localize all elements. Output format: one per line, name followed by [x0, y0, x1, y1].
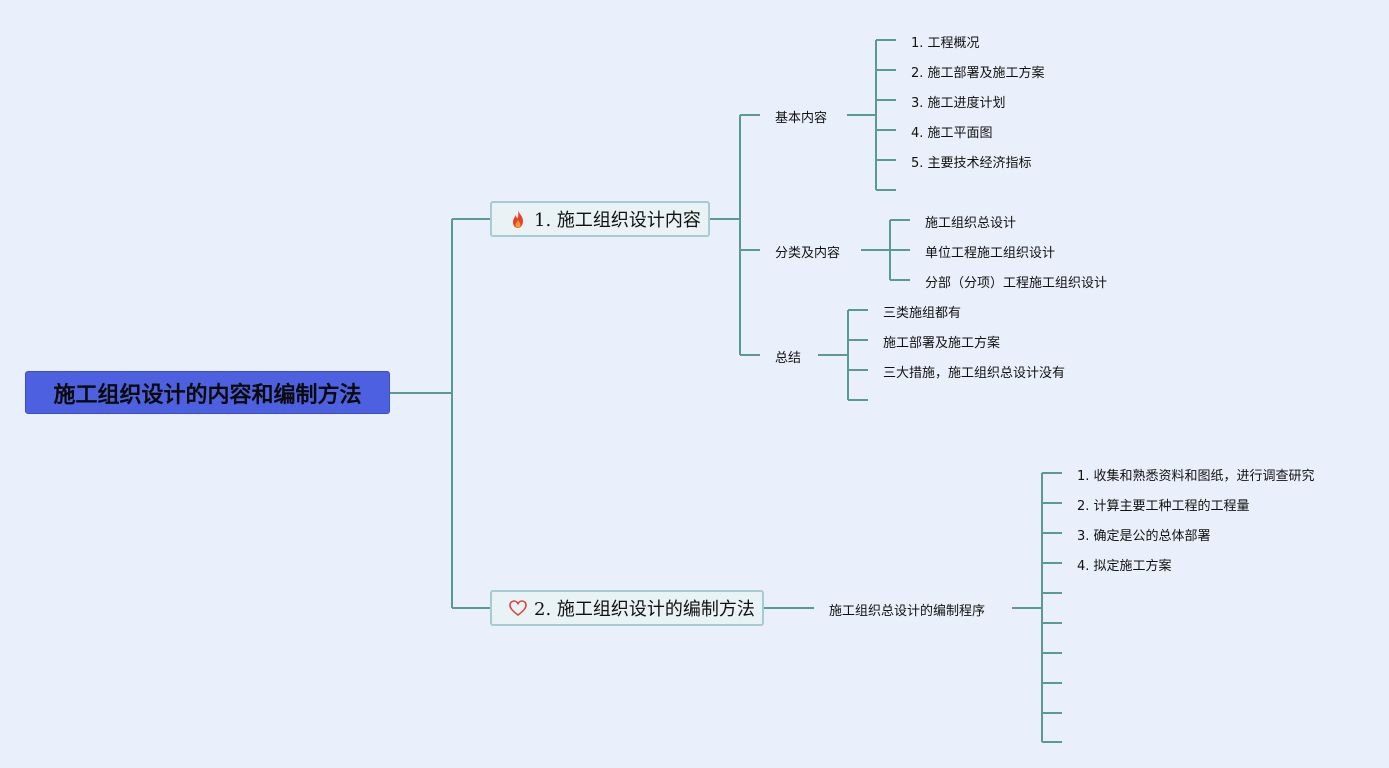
subtopic-procedure[interactable]: 施工组织总设计的编制程序	[829, 604, 986, 619]
branch-topic-method[interactable]: 2. 施工组织设计的编制方法	[490, 590, 764, 626]
leaf-basic-5[interactable]: 5. 主要技术经济指标	[911, 156, 1032, 171]
leaf-basic-1[interactable]: 1. 工程概况	[911, 36, 980, 51]
leaf-basic-3[interactable]: 3. 施工进度计划	[911, 96, 1006, 111]
leaf-summary-1[interactable]: 三类施组都有	[883, 306, 962, 321]
leaf-classification-2[interactable]: 单位工程施工组织设计	[925, 246, 1056, 261]
leaf-basic-4[interactable]: 4. 施工平面图	[911, 126, 993, 141]
subtopic-summary[interactable]: 总结	[775, 351, 802, 366]
root-topic[interactable]: 施工组织设计的内容和编制方法	[25, 371, 390, 414]
leaf-procedure-2[interactable]: 2. 计算主要工种工程的工程量	[1077, 499, 1250, 514]
leaf-procedure-1[interactable]: 1. 收集和熟悉资料和图纸，进行调查研究	[1077, 469, 1315, 484]
branch-topic-label: 2. 施工组织设计的编制方法	[534, 599, 755, 620]
branch-topic-label: 1. 施工组织设计内容	[534, 210, 701, 231]
heart-icon	[508, 598, 528, 618]
leaf-classification-3[interactable]: 分部（分项）工程施工组织设计	[925, 276, 1108, 291]
subtopic-basic-content[interactable]: 基本内容	[775, 111, 828, 126]
leaf-basic-2[interactable]: 2. 施工部署及施工方案	[911, 66, 1045, 81]
leaf-summary-3[interactable]: 三大措施，施工组织总设计没有	[883, 366, 1066, 381]
branch-topic-content[interactable]: 1. 施工组织设计内容	[490, 201, 710, 237]
leaf-procedure-3[interactable]: 3. 确定是公的总体部署	[1077, 529, 1211, 544]
leaf-classification-1[interactable]: 施工组织总设计	[925, 216, 1017, 231]
leaf-procedure-4[interactable]: 4. 拟定施工方案	[1077, 559, 1172, 574]
fire-icon	[508, 209, 528, 229]
subtopic-classification[interactable]: 分类及内容	[775, 246, 841, 261]
leaf-summary-2[interactable]: 施工部署及施工方案	[883, 336, 1001, 351]
